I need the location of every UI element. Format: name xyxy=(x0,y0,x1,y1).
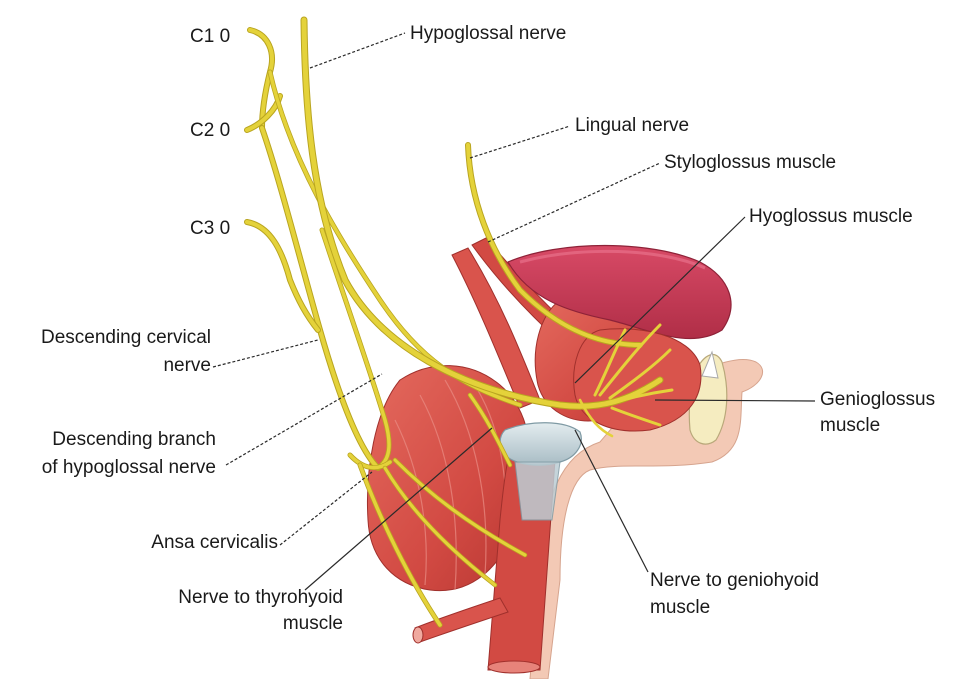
omohyoid-cut-end xyxy=(412,626,424,644)
omohyoid-cut-strap xyxy=(414,597,509,643)
label-c1: C1 0 xyxy=(190,26,231,47)
incisor-tooth xyxy=(701,350,719,379)
label-descending-cervical-line1: Descending cervical xyxy=(40,327,211,348)
label-geniohyoid-line1: Nerve to geniohyoid xyxy=(650,570,819,591)
label-thyrohyoid-line2: muscle xyxy=(282,613,343,634)
hyoid-bone xyxy=(499,422,582,466)
leader-lines xyxy=(212,32,816,591)
sternohyoid-cut-end xyxy=(487,660,541,674)
muscle-striations xyxy=(394,377,507,591)
label-c2: C2 0 xyxy=(190,120,231,141)
label-styloglossus-muscle: Styloglossus muscle xyxy=(664,152,837,173)
label-descending-branch-line2: of hypoglossal nerve xyxy=(41,457,216,478)
tongue-surface-highlight xyxy=(519,249,706,270)
label-hyoglossus-muscle: Hyoglossus muscle xyxy=(749,206,913,227)
label-geniohyoid-line2: muscle xyxy=(650,597,711,618)
label-genioglossus-line2: muscle xyxy=(820,415,881,436)
label-lingual-nerve: Lingual nerve xyxy=(575,115,690,136)
thyroid-cartilage xyxy=(514,461,561,521)
label-descending-branch-line1: Descending branch xyxy=(52,429,216,450)
label-thyrohyoid-line1: Nerve to thyrohyoid xyxy=(178,587,343,608)
label-c3: C3 0 xyxy=(190,218,231,239)
nerve-network xyxy=(244,16,674,628)
label-ansa-cervicalis: Ansa cervicalis xyxy=(151,532,278,553)
tongue-body xyxy=(507,244,732,340)
label-descending-cervical-line2: nerve xyxy=(163,355,211,376)
label-hypoglossal-nerve: Hypoglossal nerve xyxy=(410,23,567,44)
label-genioglossus-line1: Genioglossus xyxy=(820,389,936,410)
